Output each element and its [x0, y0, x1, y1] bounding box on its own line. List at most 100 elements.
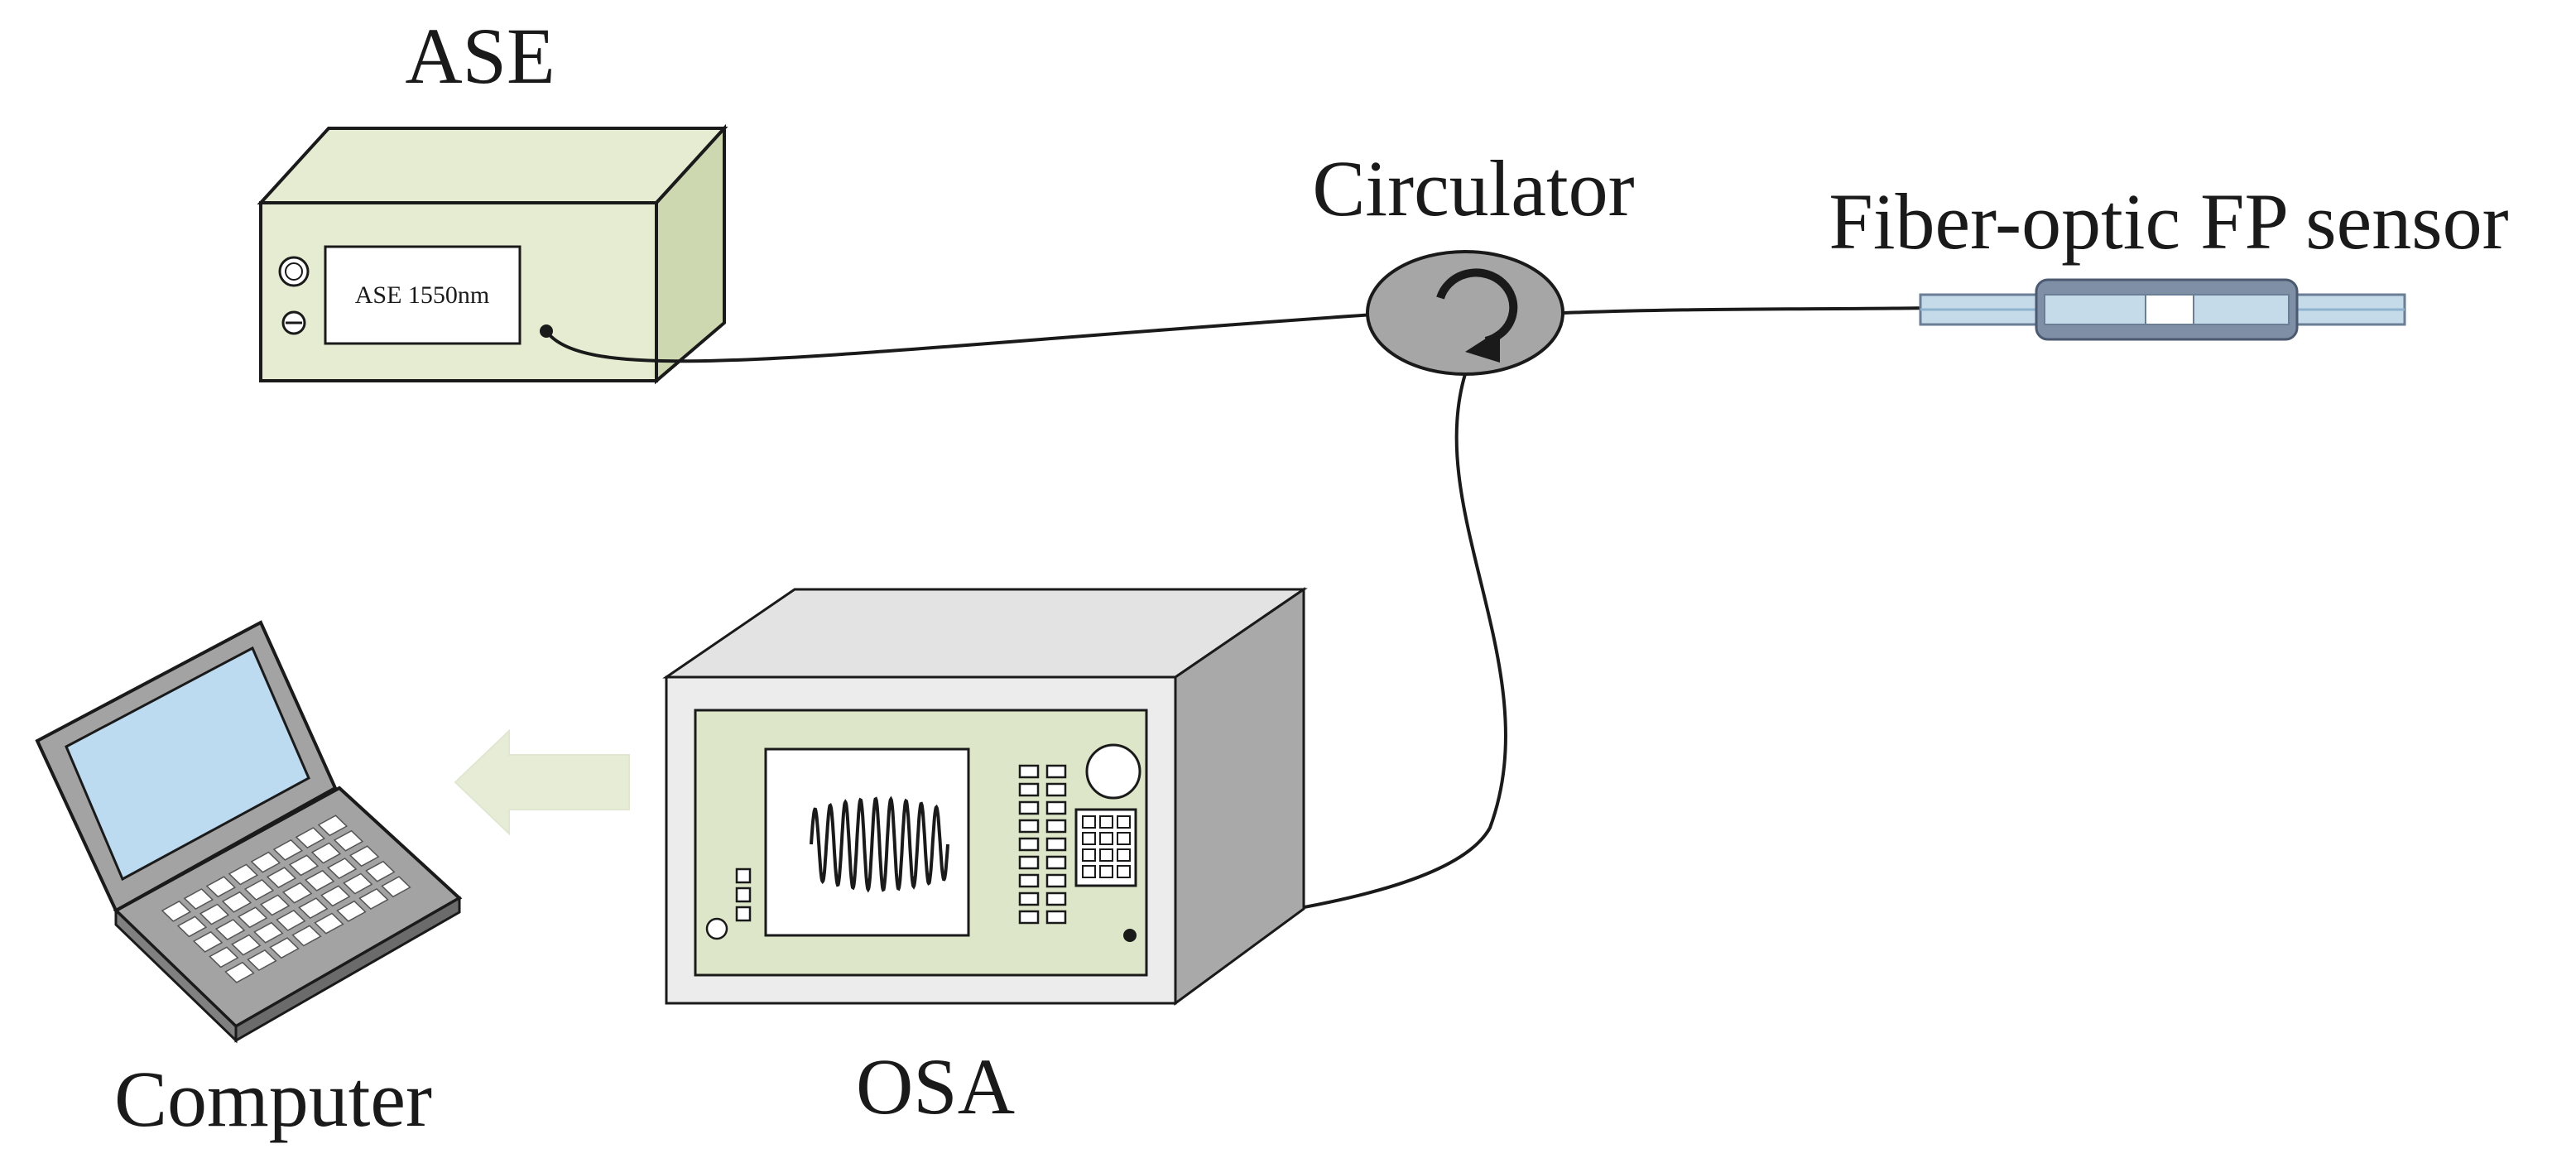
laptop-key: [298, 897, 329, 920]
laptop-key: [320, 885, 351, 907]
osa-function-button: [1018, 782, 1040, 797]
laptop-key: [304, 869, 335, 891]
keypad-key: [1082, 865, 1096, 878]
laptop-key: [365, 860, 396, 882]
keypad-key: [1099, 832, 1113, 845]
osa-function-button: [1018, 855, 1040, 870]
laptop-key: [310, 842, 342, 864]
laptop-key: [343, 872, 373, 895]
switch-icon: [281, 310, 306, 335]
laptop-key: [209, 946, 239, 968]
osa-function-button: [1018, 800, 1040, 815]
laptop-key: [183, 888, 214, 911]
laptop-key: [253, 921, 284, 944]
laptop-key: [199, 903, 230, 925]
laptop-key: [358, 887, 389, 911]
laptop-key: [317, 815, 348, 837]
power-knob-icon: [278, 256, 310, 287]
osa-instrument: [662, 587, 1308, 1006]
keypad-key: [1082, 832, 1096, 845]
laptop-key: [228, 863, 259, 886]
keypad-icon: [1074, 808, 1137, 887]
osa-side-button: [735, 906, 752, 922]
osa-function-button: [1045, 837, 1067, 852]
laptop-key: [291, 925, 322, 947]
laptop-key: [259, 894, 291, 916]
laptop-key: [243, 878, 275, 901]
ase-display: [324, 245, 521, 345]
keypad-key: [1117, 815, 1131, 829]
laptop-key: [205, 876, 237, 898]
keypad-key: [1117, 832, 1131, 845]
laptop-key: [231, 934, 262, 956]
laptop-key: [247, 949, 277, 972]
laptop-key: [326, 858, 358, 880]
circular-arrow-icon: [1436, 268, 1518, 363]
keypad-key: [1099, 815, 1113, 829]
osa-function-button: [1045, 873, 1067, 888]
laptop-key: [269, 937, 300, 959]
sine-wave-icon: [810, 795, 949, 893]
laptop-key: [214, 919, 246, 941]
osa-function-button: [1018, 910, 1040, 925]
osa-function-button: [1045, 819, 1067, 834]
data-transfer-arrow: [454, 728, 630, 836]
laptop-key: [314, 912, 344, 935]
laptop-key: [336, 900, 367, 922]
keypad-key: [1082, 848, 1096, 862]
sensor-label: Fiber-optic FP sensor: [1829, 177, 2508, 266]
laptop-key: [176, 916, 208, 938]
laptop-key: [161, 900, 192, 922]
laptop-key: [250, 851, 281, 873]
fp-sensor: [1919, 278, 2406, 341]
ase-source: ASE 1550nm: [257, 123, 728, 385]
computer-label: Computer: [114, 1055, 432, 1143]
keypad-key: [1082, 815, 1096, 829]
ase-display-text: ASE 1550nm: [355, 281, 490, 309]
laptop-key: [276, 909, 306, 931]
osa-left-buttons: [735, 867, 752, 922]
osa-side-button: [735, 867, 752, 884]
osa-function-button: [1018, 873, 1040, 888]
ase-label: ASE: [405, 12, 555, 100]
keypad-key: [1117, 848, 1131, 862]
osa-label: OSA: [856, 1042, 1015, 1131]
laptop-keyboard: [161, 815, 411, 983]
osa-function-button: [1045, 910, 1067, 925]
laptop-key: [381, 876, 411, 898]
circulator: [1366, 250, 1564, 376]
laptop-key: [272, 839, 304, 861]
osa-side-button: [735, 887, 752, 903]
osa-function-button: [1018, 837, 1040, 852]
laptop-key: [348, 845, 380, 867]
fiber-circulator-to-sensor: [1564, 306, 1930, 315]
fiber-ase-to-circulator: [545, 313, 1375, 363]
keypad-key: [1099, 848, 1113, 862]
laptop-key: [221, 891, 252, 913]
osa-function-button: [1018, 764, 1040, 779]
laptop-key: [288, 854, 320, 877]
laptop-key: [237, 906, 268, 929]
osa-knob-icon: [1085, 743, 1141, 800]
osa-left-dial: [705, 917, 728, 940]
osa-button-columns: [1018, 764, 1067, 925]
osa-function-button: [1018, 819, 1040, 834]
keypad-key: [1117, 865, 1131, 878]
circulator-label: Circulator: [1312, 144, 1634, 233]
laptop-key: [295, 827, 326, 849]
fp-cavity: [2145, 294, 2194, 325]
osa-function-button: [1018, 891, 1040, 906]
osa-screen: [764, 747, 970, 937]
laptop-key: [333, 829, 364, 852]
keypad-key: [1099, 865, 1113, 878]
osa-input-port: [1123, 929, 1137, 942]
osa-function-button: [1045, 764, 1067, 779]
osa-function-button: [1045, 800, 1067, 815]
laptop-key: [266, 867, 297, 889]
laptop-key: [281, 882, 313, 904]
osa-function-button: [1045, 855, 1067, 870]
osa-function-button: [1045, 891, 1067, 906]
laptop-key: [224, 961, 255, 983]
laptop-key: [192, 930, 223, 953]
